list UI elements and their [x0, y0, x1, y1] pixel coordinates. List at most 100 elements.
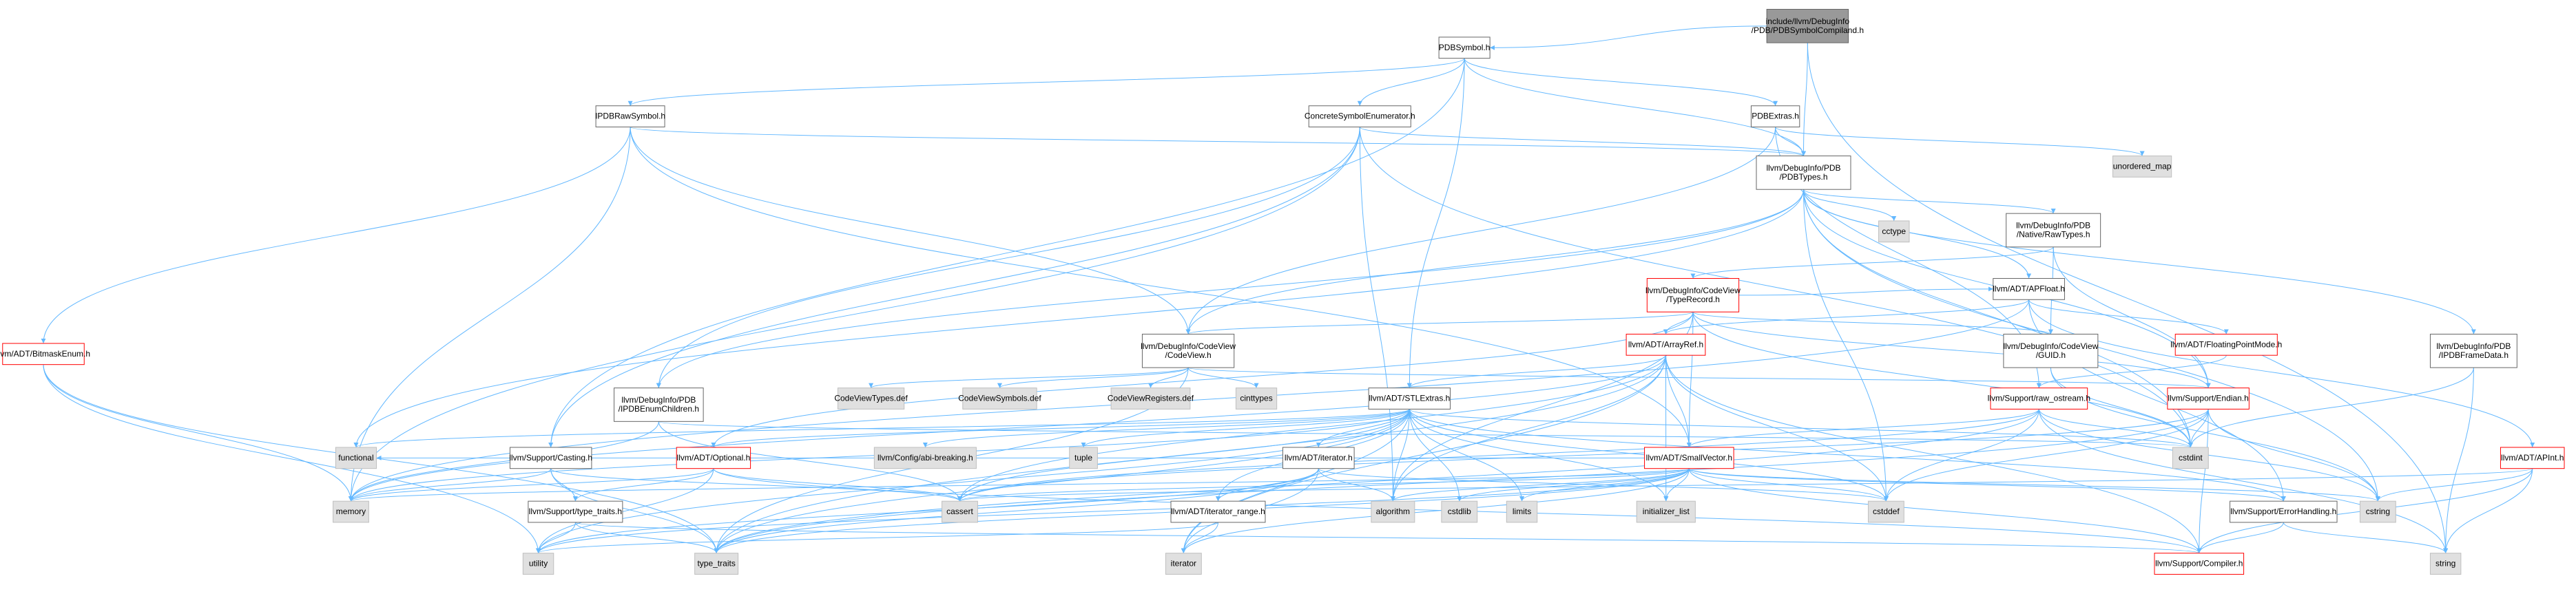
edge-endian-to-cstring: [2208, 409, 2380, 502]
graph-node-label: CodeViewSymbols.def: [958, 394, 1041, 403]
graph-node-label: /Native/RawTypes.h: [2017, 229, 2090, 239]
graph-node-label: tuple: [1074, 453, 1092, 463]
graph-node-apfloat[interactable]: llvm/ADT/APFloat.h: [1993, 278, 2065, 300]
graph-node-iterrange[interactable]: llvm/ADT/iterator_range.h: [1170, 500, 1266, 523]
graph-node-codeview[interactable]: llvm/DebugInfo/CodeView/CodeView.h: [1141, 333, 1236, 368]
graph-node-apint[interactable]: llvm/ADT/APInt.h: [2500, 447, 2565, 469]
graph-node-stlextras[interactable]: llvm/ADT/STLExtras.h: [1368, 388, 1451, 410]
edge-apfloat-to-arrayref: [1663, 299, 2030, 335]
edge-stlextras-to-cstdint: [1409, 408, 2193, 448]
graph-node-box: [1993, 278, 2065, 300]
edge-arrayref-to-smallvector: [1665, 355, 1692, 447]
graph-node-concreteenum[interactable]: ConcreteSymbolEnumerator.h: [1305, 105, 1415, 127]
graph-node-box: [1441, 500, 1478, 523]
graph-node-utility: utility: [522, 553, 554, 575]
edge-ipdbraw-to-smallvector: [630, 127, 1692, 447]
graph-node-enumchildren[interactable]: llvm/DebugInfo/PDB/IPDBEnumChildren.h: [614, 388, 704, 422]
edge-stlextras-to-abibreaking: [923, 408, 1410, 448]
graph-node-rawostream[interactable]: llvm/Support/raw_ostream.h: [1988, 388, 2090, 410]
graph-node-cstdlib: cstdlib: [1441, 500, 1478, 523]
graph-node-fpmode[interactable]: llvm/ADT/FloatingPointMode.h: [2170, 333, 2282, 356]
graph-node-errorhandling[interactable]: llvm/Support/ErrorHandling.h: [2230, 500, 2338, 523]
graph-node-box: [2003, 333, 2099, 368]
edge-pdbextras-to-codeview: [1185, 127, 1776, 335]
graph-node-box: [2154, 553, 2245, 575]
edge-smallvector-to-errorhandling: [1688, 468, 2286, 502]
graph-node-smallvector[interactable]: llvm/ADT/SmallVector.h: [1644, 447, 1734, 469]
edge-errorhandling-to-string: [2283, 522, 2449, 553]
edge-stlextras-to-limits: [1409, 409, 1525, 502]
edge-apfloat-to-apint: [2028, 299, 2535, 447]
graph-node-iteratorh[interactable]: llvm/ADT/iterator.h: [1282, 447, 1355, 469]
graph-node-label: llvm/ADT/SmallVector.h: [1646, 453, 1732, 463]
graph-node-box: [2429, 553, 2462, 575]
graph-node-root[interactable]: include/llvm/DebugInfo/PDB/PDBSymbolComp…: [1752, 8, 1864, 43]
graph-node-endian[interactable]: llvm/Support/Endian.h: [2167, 388, 2250, 410]
graph-node-label: llvm/DebugInfo/PDB: [2016, 220, 2090, 230]
graph-node-label: /IPDBFrameData.h: [2439, 350, 2509, 360]
graph-node-box: [2112, 156, 2172, 178]
graph-node-label: llvm/DebugInfo/CodeView: [1645, 286, 1741, 295]
graph-node-initlist: initializer_list: [1636, 500, 1696, 523]
edge-arrayref-to-cstddef: [1665, 355, 1889, 502]
edge-optional-to-typetraits_llvm: [572, 468, 714, 502]
graph-node-string: string: [2429, 553, 2462, 575]
graph-node-label: cctype: [1882, 226, 1906, 236]
graph-node-label: unordered_map: [2113, 161, 2172, 171]
edge-iteratorh-to-type_traits: [714, 468, 1319, 553]
graph-node-typetraits_llvm[interactable]: llvm/Support/type_traits.h: [528, 500, 623, 523]
edge-pdbsymbol-to-stlextras: [1406, 58, 1465, 388]
graph-node-pdbtypes[interactable]: llvm/DebugInfo/PDB/PDBTypes.h: [1756, 156, 1851, 190]
edge-typerecord-to-smallvector: [1686, 312, 1694, 447]
edge-enumchildren-to-memory: [349, 421, 659, 502]
edge-iterrange-to-iterator: [1181, 522, 1218, 553]
graph-node-box: [1141, 333, 1235, 368]
graph-node-casting[interactable]: llvm/Support/Casting.h: [509, 447, 592, 469]
edge-arrayref-to-compiler: [1665, 355, 2202, 553]
graph-node-box: [1170, 500, 1266, 523]
edge-pdbsymbol-to-pdbtypes: [1464, 58, 1806, 156]
edge-fpmode-to-rawostream: [2036, 354, 2227, 388]
edge-apint-to-cassert: [957, 468, 2533, 502]
graph-node-typerecord[interactable]: llvm/DebugInfo/CodeView/TypeRecord.h: [1645, 278, 1741, 312]
edge-typerecord-to-endian: [1692, 312, 2211, 388]
edge-pdbsymbol-to-concreteenum: [1357, 58, 1465, 106]
graph-node-label: llvm/ADT/APInt.h: [2501, 453, 2564, 463]
graph-node-label: iterator: [1171, 559, 1196, 569]
graph-node-box: [1438, 36, 1490, 59]
edge-endian-to-cstddef: [1883, 409, 2209, 502]
graph-node-box: [1368, 388, 1451, 410]
graph-node-arrayref[interactable]: llvm/ADT/ArrayRef.h: [1625, 333, 1706, 356]
graph-node-label: initializer_list: [1643, 507, 1690, 516]
graph-node-memory: memory: [333, 500, 369, 523]
graph-node-rawtypes[interactable]: llvm/DebugInfo/PDB/Native/RawTypes.h: [2006, 213, 2101, 248]
edge-apint-to-cstring: [2375, 468, 2533, 502]
graph-node-pdbextras[interactable]: PDBExtras.h: [1750, 105, 1800, 127]
graph-node-label: llvm/Support/ErrorHandling.h: [2230, 507, 2336, 516]
graph-node-label: cstring: [2366, 507, 2390, 516]
edge-bitmaskenum-to-type_traits: [43, 364, 719, 553]
edge-rawostream-to-cassert: [957, 409, 2039, 502]
graph-node-cvregdef: CodeViewRegisters.def: [1108, 388, 1194, 410]
edge-pdbtypes-to-cctype: [1803, 189, 1897, 222]
graph-node-framedata[interactable]: llvm/DebugInfo/PDB/IPDBFrameData.h: [2429, 333, 2517, 368]
graph-node-ipdbraw[interactable]: IPDBRawSymbol.h: [595, 105, 665, 127]
graph-node-label: /GUID.h: [2036, 350, 2066, 360]
graph-node-box: [1756, 156, 1851, 190]
graph-node-guid[interactable]: llvm/DebugInfo/CodeView/GUID.h: [2003, 333, 2099, 368]
graph-node-label: ConcreteSymbolEnumerator.h: [1305, 112, 1415, 121]
graph-node-box: [694, 553, 739, 575]
graph-node-bitmaskenum[interactable]: llvm/ADT/BitmaskEnum.h: [0, 343, 90, 365]
edge-pdbtypes-to-codeview: [1185, 189, 1804, 335]
graph-node-pdbsymbol[interactable]: PDBSymbol.h: [1438, 36, 1490, 59]
edge-optional-to-memory: [349, 468, 714, 502]
graph-node-box: [2174, 333, 2278, 356]
edge-codeview-to-cvregdef: [1148, 367, 1189, 388]
edge-framedata-to-string: [2443, 368, 2474, 553]
edge-smallvector-to-cstring: [1688, 468, 2380, 502]
graph-node-compiler[interactable]: llvm/Support/Compiler.h: [2154, 553, 2245, 575]
edge-smallvector-to-cassert: [957, 468, 1690, 502]
graph-node-label: PDBSymbol.h: [1439, 43, 1490, 52]
graph-node-optional[interactable]: llvm/ADT/Optional.h: [676, 447, 751, 469]
edge-bitmaskenum-to-utility: [43, 364, 541, 553]
